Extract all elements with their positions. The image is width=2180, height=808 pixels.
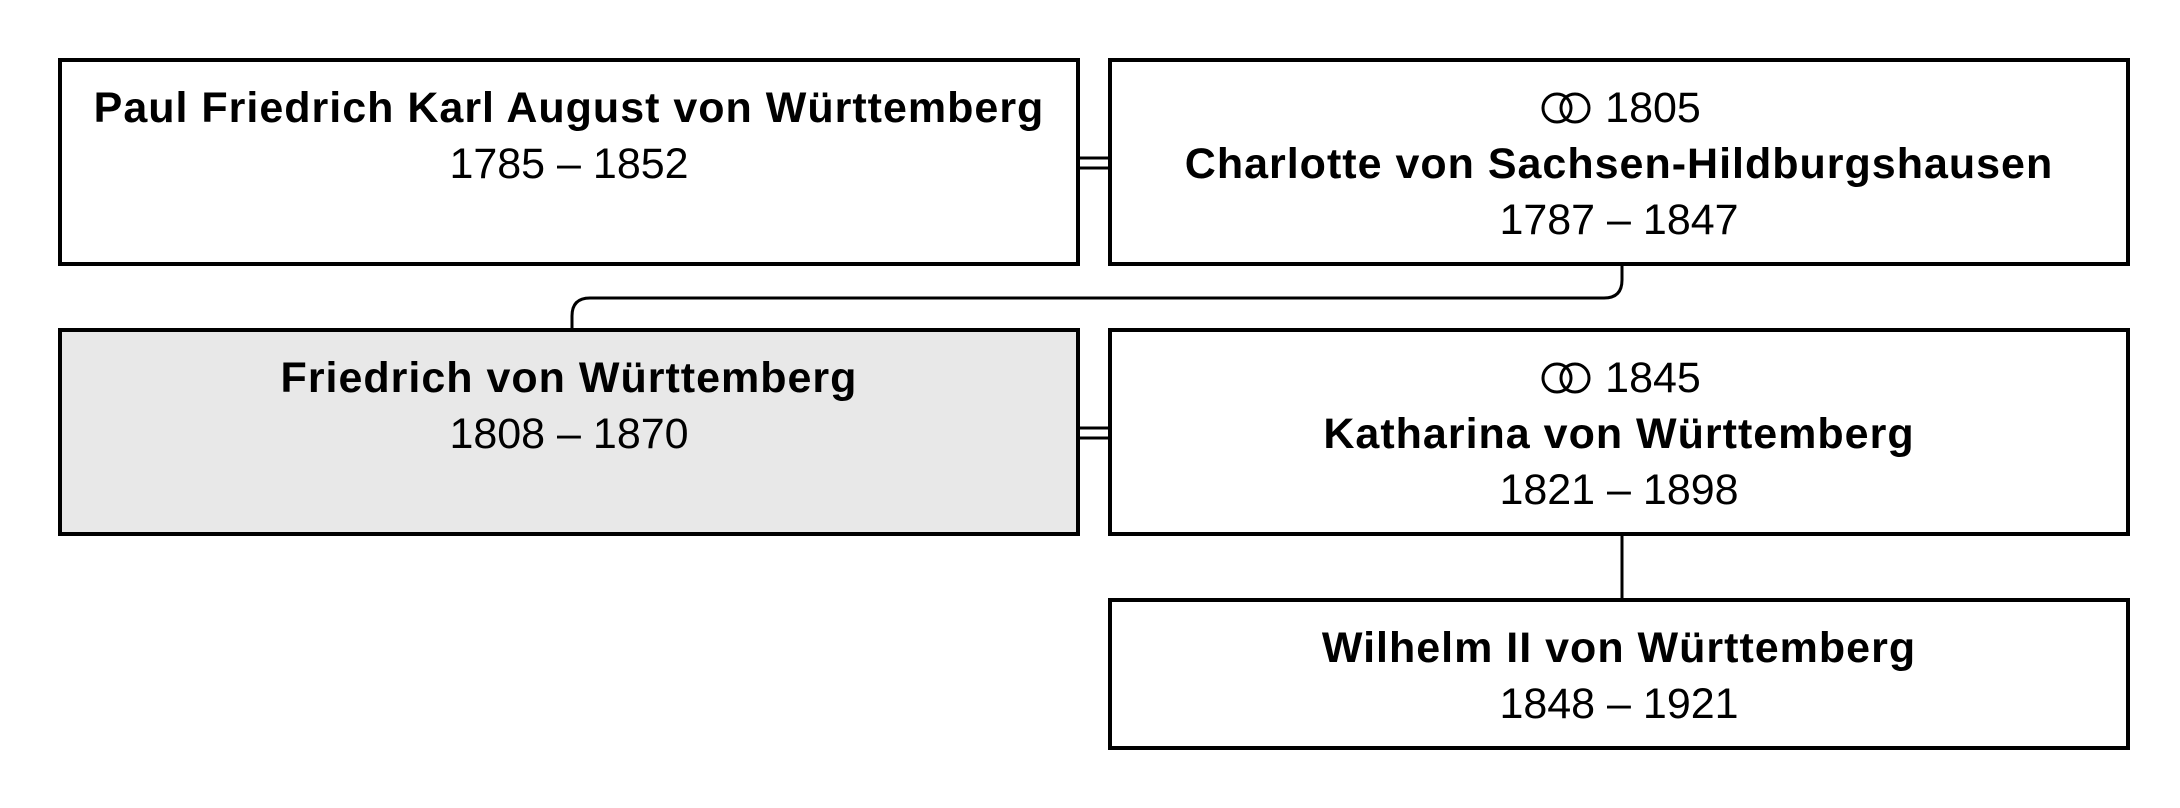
person-card-paul[interactable]: Paul Friedrich Karl August von Württembe… [58, 58, 1080, 266]
person-dates: 1787 – 1847 [1499, 196, 1739, 244]
person-name: Paul Friedrich Karl August von Württembe… [93, 84, 1045, 132]
person-card-wilhelm[interactable]: Wilhelm II von Württemberg 1848 – 1921 [1108, 598, 2130, 750]
person-name: Charlotte von Sachsen-Hildburgshausen [1184, 140, 2054, 188]
rings-icon [1541, 362, 1591, 394]
person-name: Friedrich von Württemberg [280, 354, 858, 402]
person-dates: 1808 – 1870 [449, 410, 689, 458]
person-card-charlotte[interactable]: 1805 Charlotte von Sachsen-Hildburgshaus… [1108, 58, 2130, 266]
person-name: Katharina von Württemberg [1323, 410, 1915, 458]
marriage-info: 1845 [1112, 350, 2126, 406]
person-name: Wilhelm II von Württemberg [1321, 624, 1917, 672]
descent-connector-friedrich [570, 264, 1624, 330]
rings-icon [1541, 92, 1591, 124]
person-dates: 1785 – 1852 [449, 140, 689, 188]
person-card-friedrich[interactable]: Friedrich von Württemberg 1808 – 1870 [58, 328, 1080, 536]
person-dates: 1821 – 1898 [1499, 466, 1739, 514]
marriage-year: 1805 [1605, 84, 1701, 132]
marriage-info: 1805 [1112, 80, 2126, 136]
marriage-year: 1845 [1605, 354, 1701, 402]
person-dates: 1848 – 1921 [1499, 680, 1739, 728]
person-card-katharina[interactable]: 1845 Katharina von Württemberg 1821 – 18… [1108, 328, 2130, 536]
